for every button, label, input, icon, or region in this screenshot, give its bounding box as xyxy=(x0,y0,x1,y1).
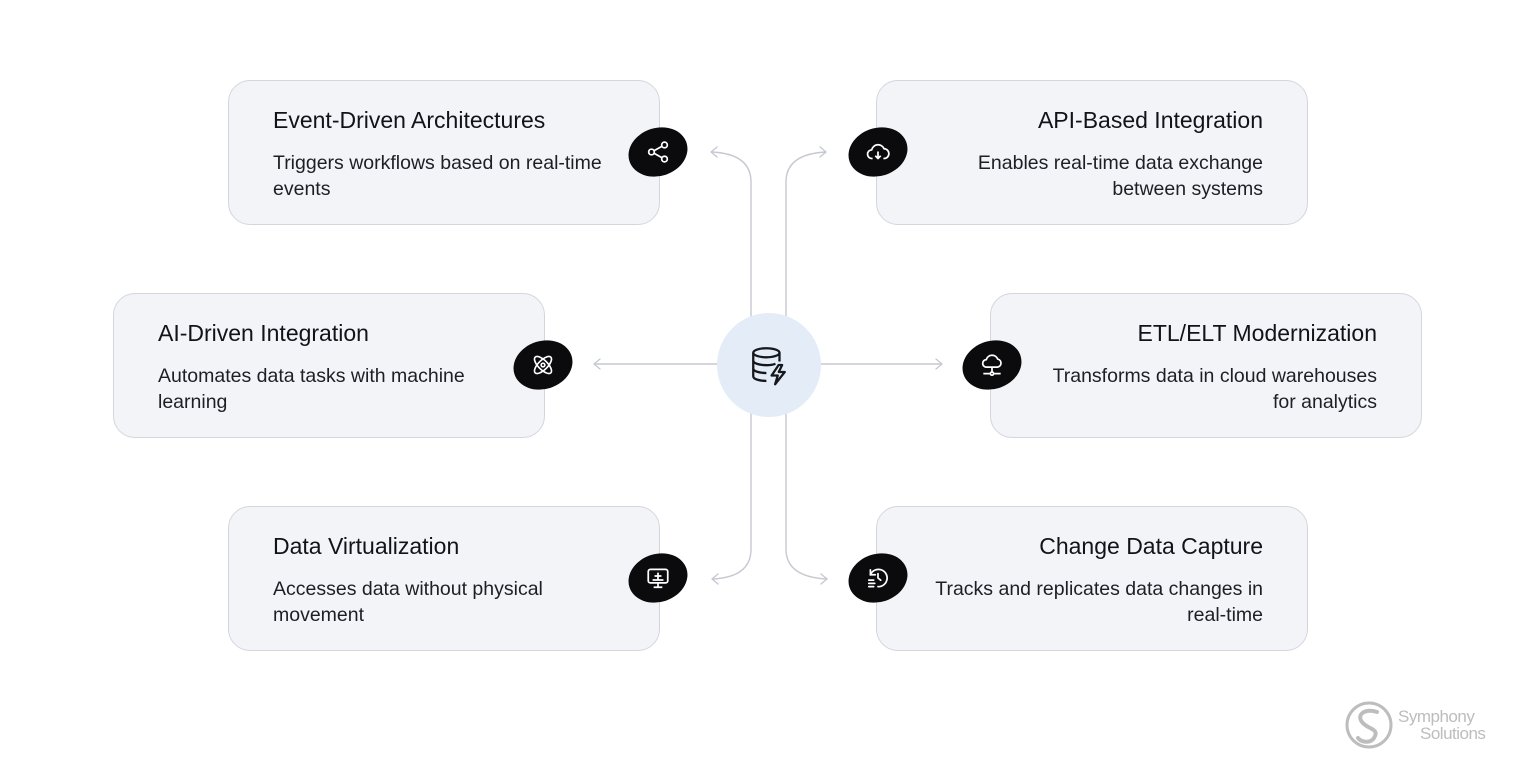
badge-etl-elt xyxy=(956,332,1028,398)
card-title: ETL/ELT Modernization xyxy=(1137,320,1378,346)
card-title: Event-Driven Architectures xyxy=(273,107,546,133)
card-change-data-capture: Change Data Capture Tracks and replicate… xyxy=(876,506,1308,651)
card-ai-driven: AI-Driven Integration Automates data tas… xyxy=(113,293,545,438)
connector-data-virtualization xyxy=(712,411,752,580)
arrowhead-ai-driven xyxy=(593,358,601,370)
badge-data-virtualization xyxy=(622,545,694,611)
arrowhead-event-driven xyxy=(710,146,718,158)
atom-icon xyxy=(533,355,553,375)
badge-api-based xyxy=(842,119,914,185)
badge-event-driven xyxy=(622,119,694,185)
logo-wordmark: Symphony Solutions xyxy=(1398,707,1486,743)
logo-line-2: Solutions xyxy=(1420,724,1486,743)
cloud-sync-icon xyxy=(866,143,890,160)
card-description: Tracks and replicates data changes in re… xyxy=(935,578,1263,626)
logo-line-1: Symphony xyxy=(1398,707,1475,726)
database-lightning-icon xyxy=(752,347,786,386)
arrowhead-api-based xyxy=(819,146,827,158)
card-description: Triggers workflows based on real-time ev… xyxy=(273,152,602,200)
card-description: Accesses data without physical movement xyxy=(273,578,543,626)
connector-api-based xyxy=(785,151,827,319)
card-etl-elt: ETL/ELT Modernization Transforms data in… xyxy=(990,293,1422,438)
badge-ai-driven xyxy=(507,332,579,398)
card-title: Change Data Capture xyxy=(1039,533,1263,559)
arrowhead-change-data-capture xyxy=(820,573,828,585)
share-nodes-icon xyxy=(647,141,669,163)
card-description: Enables real-time data exchange between … xyxy=(977,152,1263,200)
arrowhead-etl-elt xyxy=(935,358,943,370)
arrowhead-data-virtualization xyxy=(711,573,719,585)
card-title: API-Based Integration xyxy=(1037,107,1263,133)
badge-change-data-capture xyxy=(842,545,914,611)
logo-mark-icon xyxy=(1345,701,1393,749)
clock-history-icon xyxy=(867,568,888,588)
connector-event-driven xyxy=(711,151,752,319)
card-title: AI-Driven Integration xyxy=(158,320,369,346)
card-event-driven: Event-Driven Architectures Triggers work… xyxy=(228,80,660,225)
cloud-network-icon xyxy=(981,354,1002,377)
card-description: Transforms data in cloud warehouses for … xyxy=(1052,365,1377,413)
card-title: Data Virtualization xyxy=(273,533,460,559)
monitor-plus-icon xyxy=(647,568,669,589)
central-hub xyxy=(717,313,821,417)
card-data-virtualization: Data Virtualization Accesses data withou… xyxy=(228,506,660,651)
connector-change-data-capture xyxy=(785,411,828,580)
card-description: Automates data tasks with machine learni… xyxy=(158,365,465,413)
card-api-based: API-Based Integration Enables real-time … xyxy=(876,80,1308,225)
symphony-solutions-logo: Symphony Solutions xyxy=(1344,700,1486,750)
